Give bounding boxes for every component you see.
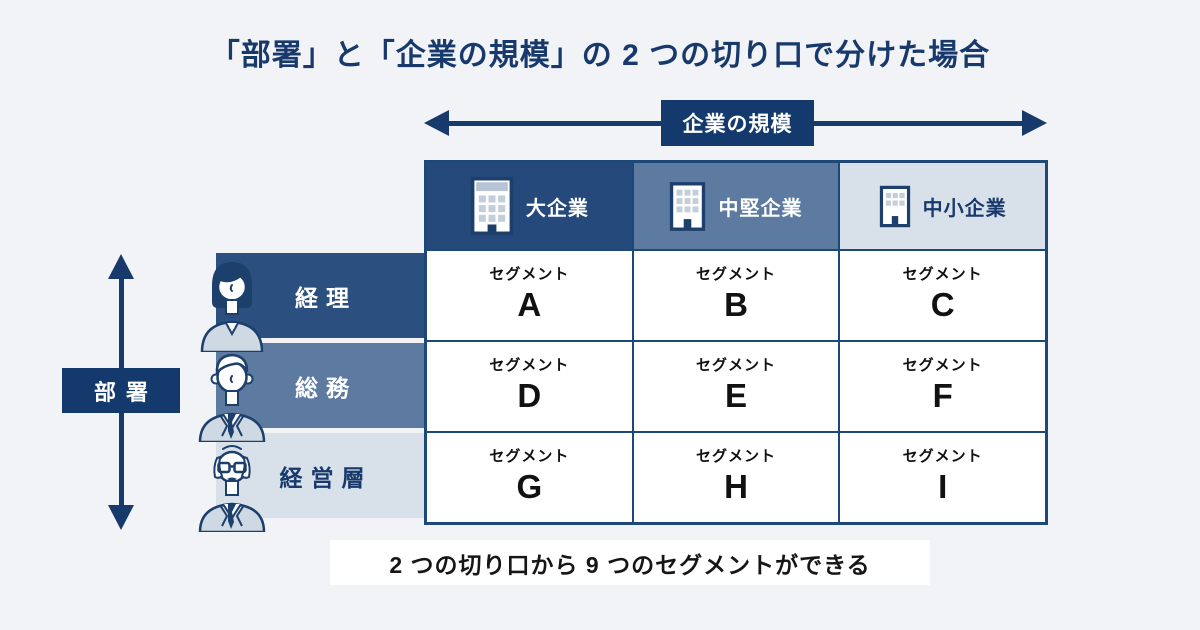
column-label: 大企業 xyxy=(525,197,589,220)
building-large-icon xyxy=(470,176,513,236)
segment-cell-f: セグメント F xyxy=(840,342,1045,431)
segment-prefix: セグメント xyxy=(902,447,983,465)
segment-cell-i: セグメント I xyxy=(840,433,1045,522)
segment-cell-e: セグメント E xyxy=(633,342,839,431)
segment-letter: D xyxy=(517,377,542,415)
column-label: 中堅企業 xyxy=(718,197,803,220)
building-small-icon xyxy=(879,185,910,227)
row-label: 総務 xyxy=(294,374,358,401)
segment-letter: B xyxy=(724,286,748,324)
man-office-worker-icon xyxy=(198,353,266,442)
segment-cell-d: セグメント D xyxy=(427,342,632,431)
row-header-soumu: 総務 xyxy=(216,343,428,428)
segment-letter: E xyxy=(724,377,747,415)
segment-prefix: セグメント xyxy=(902,356,983,374)
row-header-keieisou: 経営層 xyxy=(216,433,428,518)
segment-letter: G xyxy=(516,468,543,506)
arrow-down-icon xyxy=(108,505,134,530)
segment-letter: H xyxy=(724,468,748,506)
segment-cell-a: セグメント A xyxy=(427,251,632,340)
building-medium-icon xyxy=(670,181,706,231)
row-label: 経営層 xyxy=(279,464,373,491)
executive-man-icon xyxy=(198,445,266,532)
segment-letter: I xyxy=(938,468,948,506)
page-title: 「部署」と「企業の規模」の 2 つの切り口で分けた場合 xyxy=(209,39,991,72)
horizontal-axis-label: 企業の規模 xyxy=(661,100,814,146)
segment-cell-b: セグメント B xyxy=(633,251,839,340)
segment-prefix: セグメント xyxy=(695,265,776,283)
segment-cell-c: セグメント C xyxy=(840,251,1045,340)
column-header-small-company: 中小企業 xyxy=(840,163,1045,249)
column-header-midsize-company: 中堅企業 xyxy=(633,163,839,249)
segment-prefix: セグメント xyxy=(695,447,776,465)
segment-cell-g: セグメント G xyxy=(427,433,632,522)
vertical-axis-label: 部署 xyxy=(62,368,180,413)
segment-prefix: セグメント xyxy=(489,447,570,465)
segment-letter: F xyxy=(932,377,953,415)
row-label: 経理 xyxy=(294,284,358,311)
segment-prefix: セグメント xyxy=(489,265,570,283)
segment-prefix: セグメント xyxy=(902,265,983,283)
segment-prefix: セグメント xyxy=(489,356,570,374)
segment-letter: C xyxy=(930,286,955,324)
column-header-large-company: 大企業 xyxy=(427,163,632,249)
arrow-left-icon xyxy=(424,110,449,136)
arrow-right-icon xyxy=(1022,110,1047,136)
segment-letter: A xyxy=(517,286,542,324)
bottom-caption: 2 つの切り口から 9 つのセグメントができる xyxy=(330,540,930,585)
segment-prefix: セグメント xyxy=(695,356,776,374)
woman-office-worker-icon xyxy=(200,262,264,352)
segment-cell-h: セグメント H xyxy=(633,433,839,522)
column-label: 中小企業 xyxy=(922,197,1007,220)
segment-matrix: 大企業 中堅企業 中小 xyxy=(424,160,1048,525)
arrow-up-icon xyxy=(108,254,134,279)
